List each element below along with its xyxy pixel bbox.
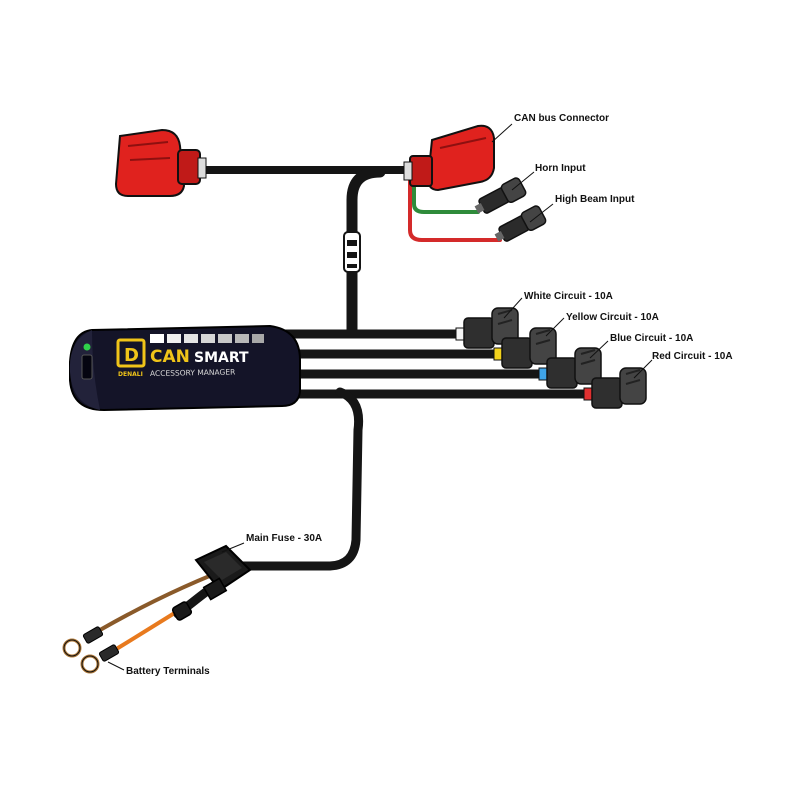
label-red-circuit: Red Circuit - 10A xyxy=(652,351,733,362)
input-pigtails xyxy=(408,178,502,242)
can-bus-connector xyxy=(403,124,495,192)
label-main-fuse: Main Fuse - 30A xyxy=(246,533,322,544)
battery-terminal-2 xyxy=(80,644,120,674)
label-horn-input: Horn Input xyxy=(535,163,586,174)
usb-port-icon xyxy=(81,354,93,380)
horn-input-connector xyxy=(474,177,527,214)
battery-terminal-1 xyxy=(62,626,104,658)
horn-wire xyxy=(412,178,480,214)
label-battery-terminals: Battery Terminals xyxy=(126,666,210,677)
power-cable xyxy=(235,387,364,571)
brand-can-text: CAN xyxy=(150,347,190,367)
cansmart-module: D DENALI CAN SMART ACCESSORY MANAGER xyxy=(69,324,301,412)
harness-cables xyxy=(186,166,595,571)
denali-logo: D DENALI xyxy=(116,338,146,378)
high-beam-input-connector xyxy=(494,205,547,242)
trunk-cable xyxy=(346,166,386,336)
label-yellow-circuit: Yellow Circuit - 10A xyxy=(566,312,659,323)
brand-smart-text: SMART xyxy=(194,350,249,366)
label-can-bus-connector: CAN bus Connector xyxy=(514,113,609,124)
white-circuit-connector xyxy=(455,307,519,349)
label-blue-circuit: Blue Circuit - 10A xyxy=(610,333,693,344)
label-high-beam-input: High Beam Input xyxy=(555,194,635,205)
yellow-circuit-connector xyxy=(493,327,557,369)
red-circuit-connector xyxy=(583,367,647,409)
left-can-connector xyxy=(114,128,207,197)
logo-mark: D xyxy=(124,345,139,366)
high-beam-wire xyxy=(408,178,502,242)
cable-clip xyxy=(343,231,361,273)
led-segment-bar xyxy=(150,334,264,343)
status-led-icon xyxy=(83,343,91,351)
leader-lines xyxy=(107,123,653,671)
fuse-holder xyxy=(171,544,252,621)
module-subtitle: ACCESSORY MANAGER xyxy=(150,368,235,378)
blue-circuit-connector xyxy=(538,347,602,389)
label-white-circuit: White Circuit - 10A xyxy=(524,291,613,302)
brand-small-text: DENALI xyxy=(118,371,143,378)
